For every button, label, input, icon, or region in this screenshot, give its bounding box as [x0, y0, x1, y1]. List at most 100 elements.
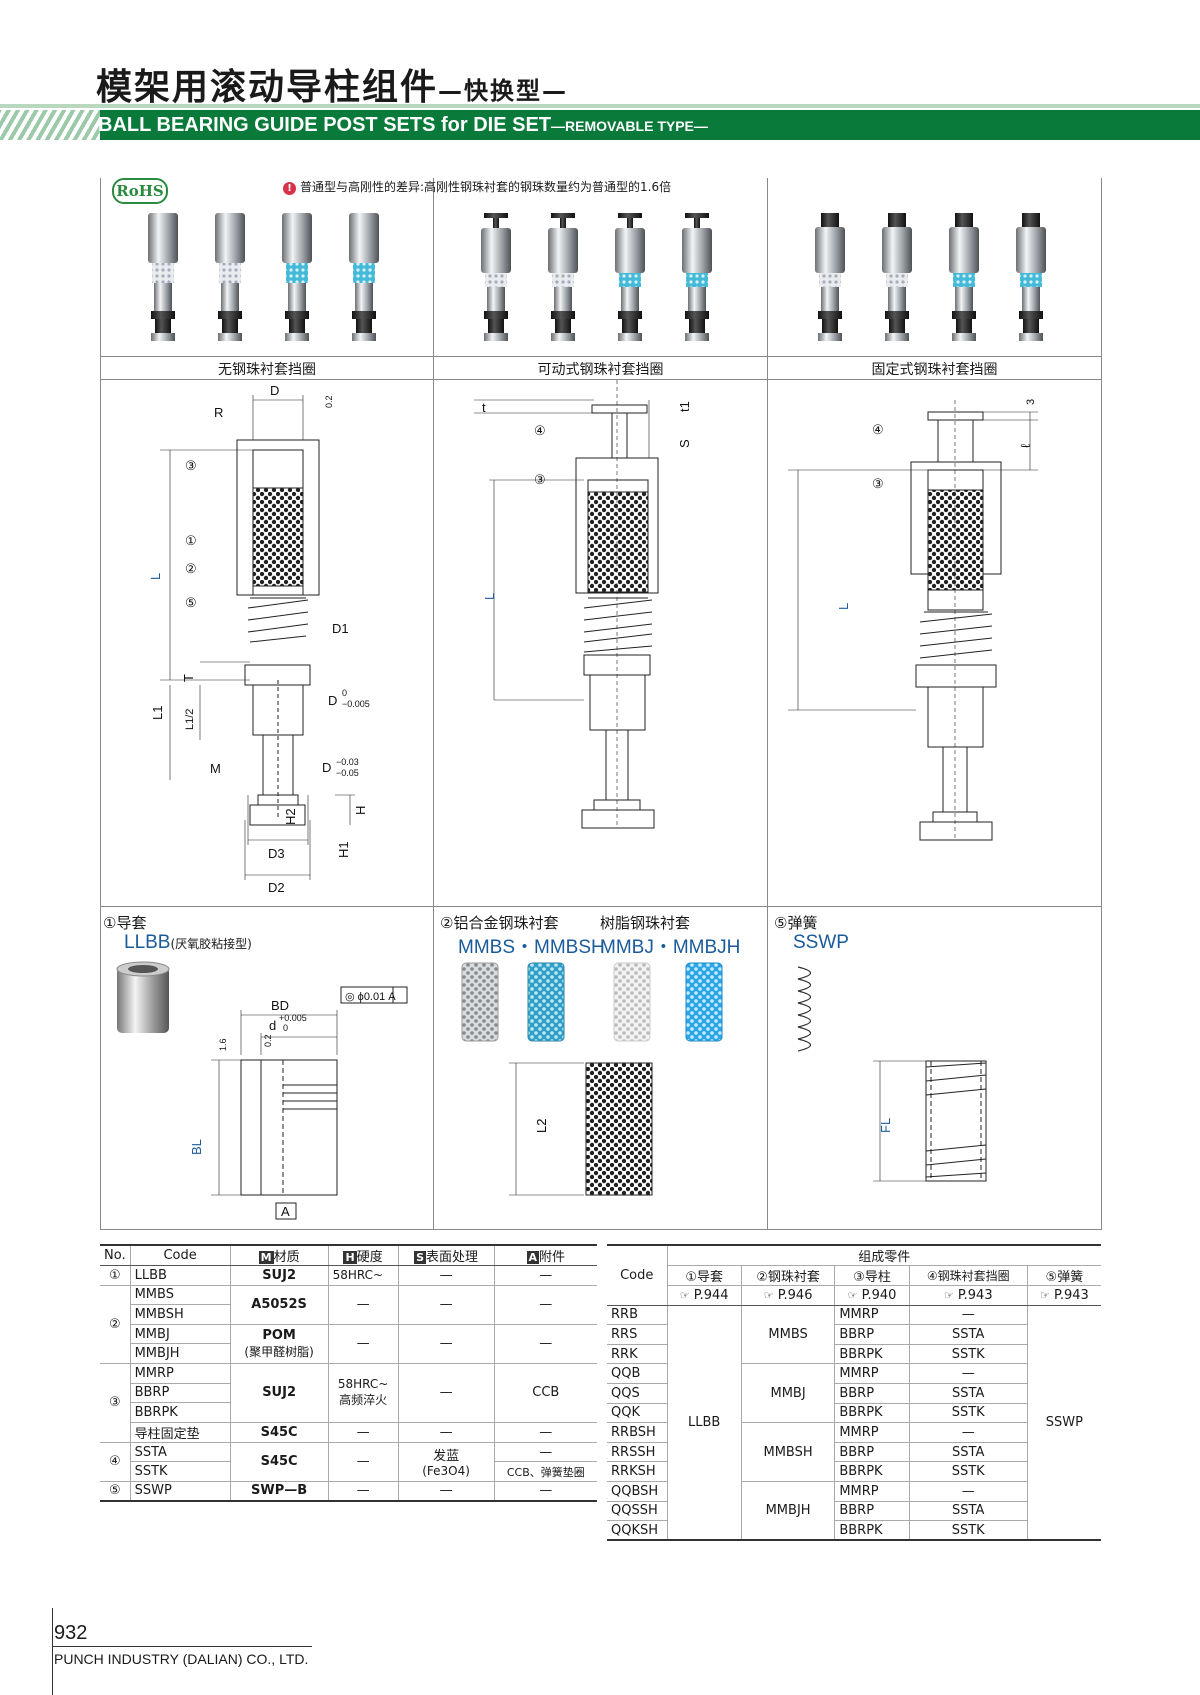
guide-bush-code-line: LLBB(厌氧胶粘接型): [124, 932, 252, 954]
page-ref-5[interactable]: ☞ P.943: [1027, 1285, 1101, 1306]
cell: SSTK: [909, 1520, 1028, 1541]
tol-upper-2: −0.03: [336, 757, 359, 767]
cell: —: [328, 1324, 399, 1364]
cell: ①: [100, 1265, 131, 1286]
datum-A: A: [281, 1204, 290, 1219]
cell: —: [494, 1265, 597, 1286]
roughness-02: 0.2: [324, 395, 334, 408]
cell: BBRP: [130, 1383, 231, 1404]
banner-top-line: [0, 104, 1200, 108]
cell: S45C: [230, 1422, 329, 1443]
page-ref-2[interactable]: ☞ P.946: [741, 1285, 836, 1306]
callout-3: ③: [872, 476, 884, 491]
page-ref-text: P.940: [861, 1287, 897, 1303]
cell: SUJ2: [230, 1265, 329, 1286]
dim-d: d: [269, 1018, 276, 1033]
page-ref-4[interactable]: ☞ P.943: [909, 1285, 1028, 1306]
dim-BD: BD: [271, 998, 289, 1013]
cell: SSTK: [909, 1344, 1028, 1365]
cell: —: [398, 1422, 495, 1443]
cell: —: [909, 1422, 1028, 1443]
roughness-16: 1.6: [218, 1038, 228, 1051]
callout-5: ⑤: [185, 595, 197, 610]
heading-ball-cage-al: ②铝合金钢珠衬套: [440, 914, 559, 932]
dim-H: H: [353, 806, 368, 815]
page-ref-icon: ☞: [679, 1288, 690, 1302]
cell: —: [494, 1442, 597, 1463]
page-ref-text: P.944: [693, 1287, 729, 1303]
title-en: BALL BEARING GUIDE POST SETS for DIE SET…: [98, 114, 708, 137]
table-row: MMBJ POM(聚甲醛树脂) — — —: [100, 1324, 597, 1364]
callout-2: ②: [185, 561, 197, 576]
th-col-2: ②钢珠衬套: [741, 1265, 836, 1286]
dim-L: L: [836, 603, 851, 610]
icon-A: A: [526, 1251, 540, 1264]
tol-d-lower: 0: [283, 1023, 288, 1033]
title-en-main: BALL BEARING GUIDE POST SETS for DIE SET: [98, 114, 552, 136]
cell: 发蓝(Fe3O4): [398, 1442, 495, 1482]
th-group: 组成零件: [667, 1245, 1101, 1266]
info-icon: !: [283, 182, 296, 195]
cell: CCB: [494, 1363, 597, 1423]
ball-cage-drawing: L2: [461, 962, 723, 1196]
cell: MMBSH: [741, 1422, 836, 1482]
cell: BBRP: [834, 1501, 910, 1522]
table-row: ⑤ SSWP SWP—B — — —: [100, 1481, 597, 1502]
th-code: Code: [130, 1245, 231, 1266]
table-row: ③ MMRP SUJ2 58HRC~高频淬火 — CCB: [100, 1363, 597, 1443]
cell: —: [398, 1324, 495, 1364]
cell: ③: [100, 1363, 131, 1443]
cell: —: [328, 1285, 399, 1325]
cell: MMBS: [130, 1285, 231, 1306]
code-mmbj: MMBJ・MMBJH: [600, 937, 741, 958]
caption-col-3: 固定式钢珠衬套挡圈: [871, 362, 998, 378]
surface-note: (Fe3O4): [422, 1464, 470, 1479]
dim-L: L: [482, 593, 497, 600]
cell: MMRP: [834, 1305, 910, 1326]
tol-frame-phi: ◎ ϕ0.01 A: [345, 991, 396, 1003]
drawing-movable-retainer: t t1 S ④ ③ L: [474, 380, 692, 829]
heading-guide-bush: ①导套: [103, 914, 147, 932]
dim-t1: t1: [677, 401, 692, 412]
th-col-4: ④钢珠衬套挡圈: [909, 1265, 1028, 1286]
cell: RRSSH: [607, 1442, 668, 1463]
cell: QQB: [607, 1363, 668, 1384]
cell: 导柱固定垫: [130, 1422, 231, 1443]
dim-L1-half: L1/2: [184, 709, 196, 730]
heading-ball-cage-resin: 树脂钢珠衬套: [600, 914, 691, 932]
cell: LLBB: [130, 1265, 231, 1286]
note-text: 普通型与高刚性的差异:高刚性钢珠衬套的钢珠数量约为普通型的1.6倍: [300, 180, 672, 194]
cell: —: [328, 1422, 399, 1443]
caption-col-1: 无钢珠衬套挡圈: [218, 362, 316, 378]
dim-L2: L2: [534, 1119, 549, 1133]
guide-bush-drawing: BD ◎ ϕ0.01 A d +0.005 0 BL A 1.6 0.2: [116, 961, 408, 1220]
dim-D3: D3: [268, 846, 285, 861]
page-ref-icon: ☞: [1039, 1288, 1050, 1302]
page-ref-3[interactable]: ☞ P.940: [834, 1285, 910, 1306]
cell: RRS: [607, 1324, 668, 1345]
cell: SSTA: [909, 1501, 1028, 1522]
frame-row-2: [100, 379, 1102, 380]
cell: BBRPK: [834, 1520, 910, 1541]
tol-d-upper: +0.005: [279, 1013, 307, 1023]
frame-right: [1101, 178, 1102, 1230]
cell: SSTK: [909, 1461, 1028, 1482]
th-hardness-text: 硬度: [356, 1250, 383, 1265]
tol-lower-1: −0.005: [342, 699, 370, 709]
cell: —: [909, 1363, 1028, 1384]
cell: SSTA: [909, 1324, 1028, 1345]
title-cn-suffix: —快换型—: [438, 77, 569, 105]
page-ref-icon: ☞: [943, 1288, 954, 1302]
page-ref-1[interactable]: ☞ P.944: [667, 1285, 742, 1306]
title-cn: 模架用滚动导柱组件: [96, 67, 439, 108]
title-banner: [0, 110, 1200, 140]
frame-divider-1: [433, 178, 434, 1230]
page-ref-text: P.943: [957, 1287, 993, 1303]
cell: —: [494, 1481, 597, 1502]
dim-L1: L1: [150, 706, 165, 720]
cell: SSTK: [909, 1403, 1028, 1424]
